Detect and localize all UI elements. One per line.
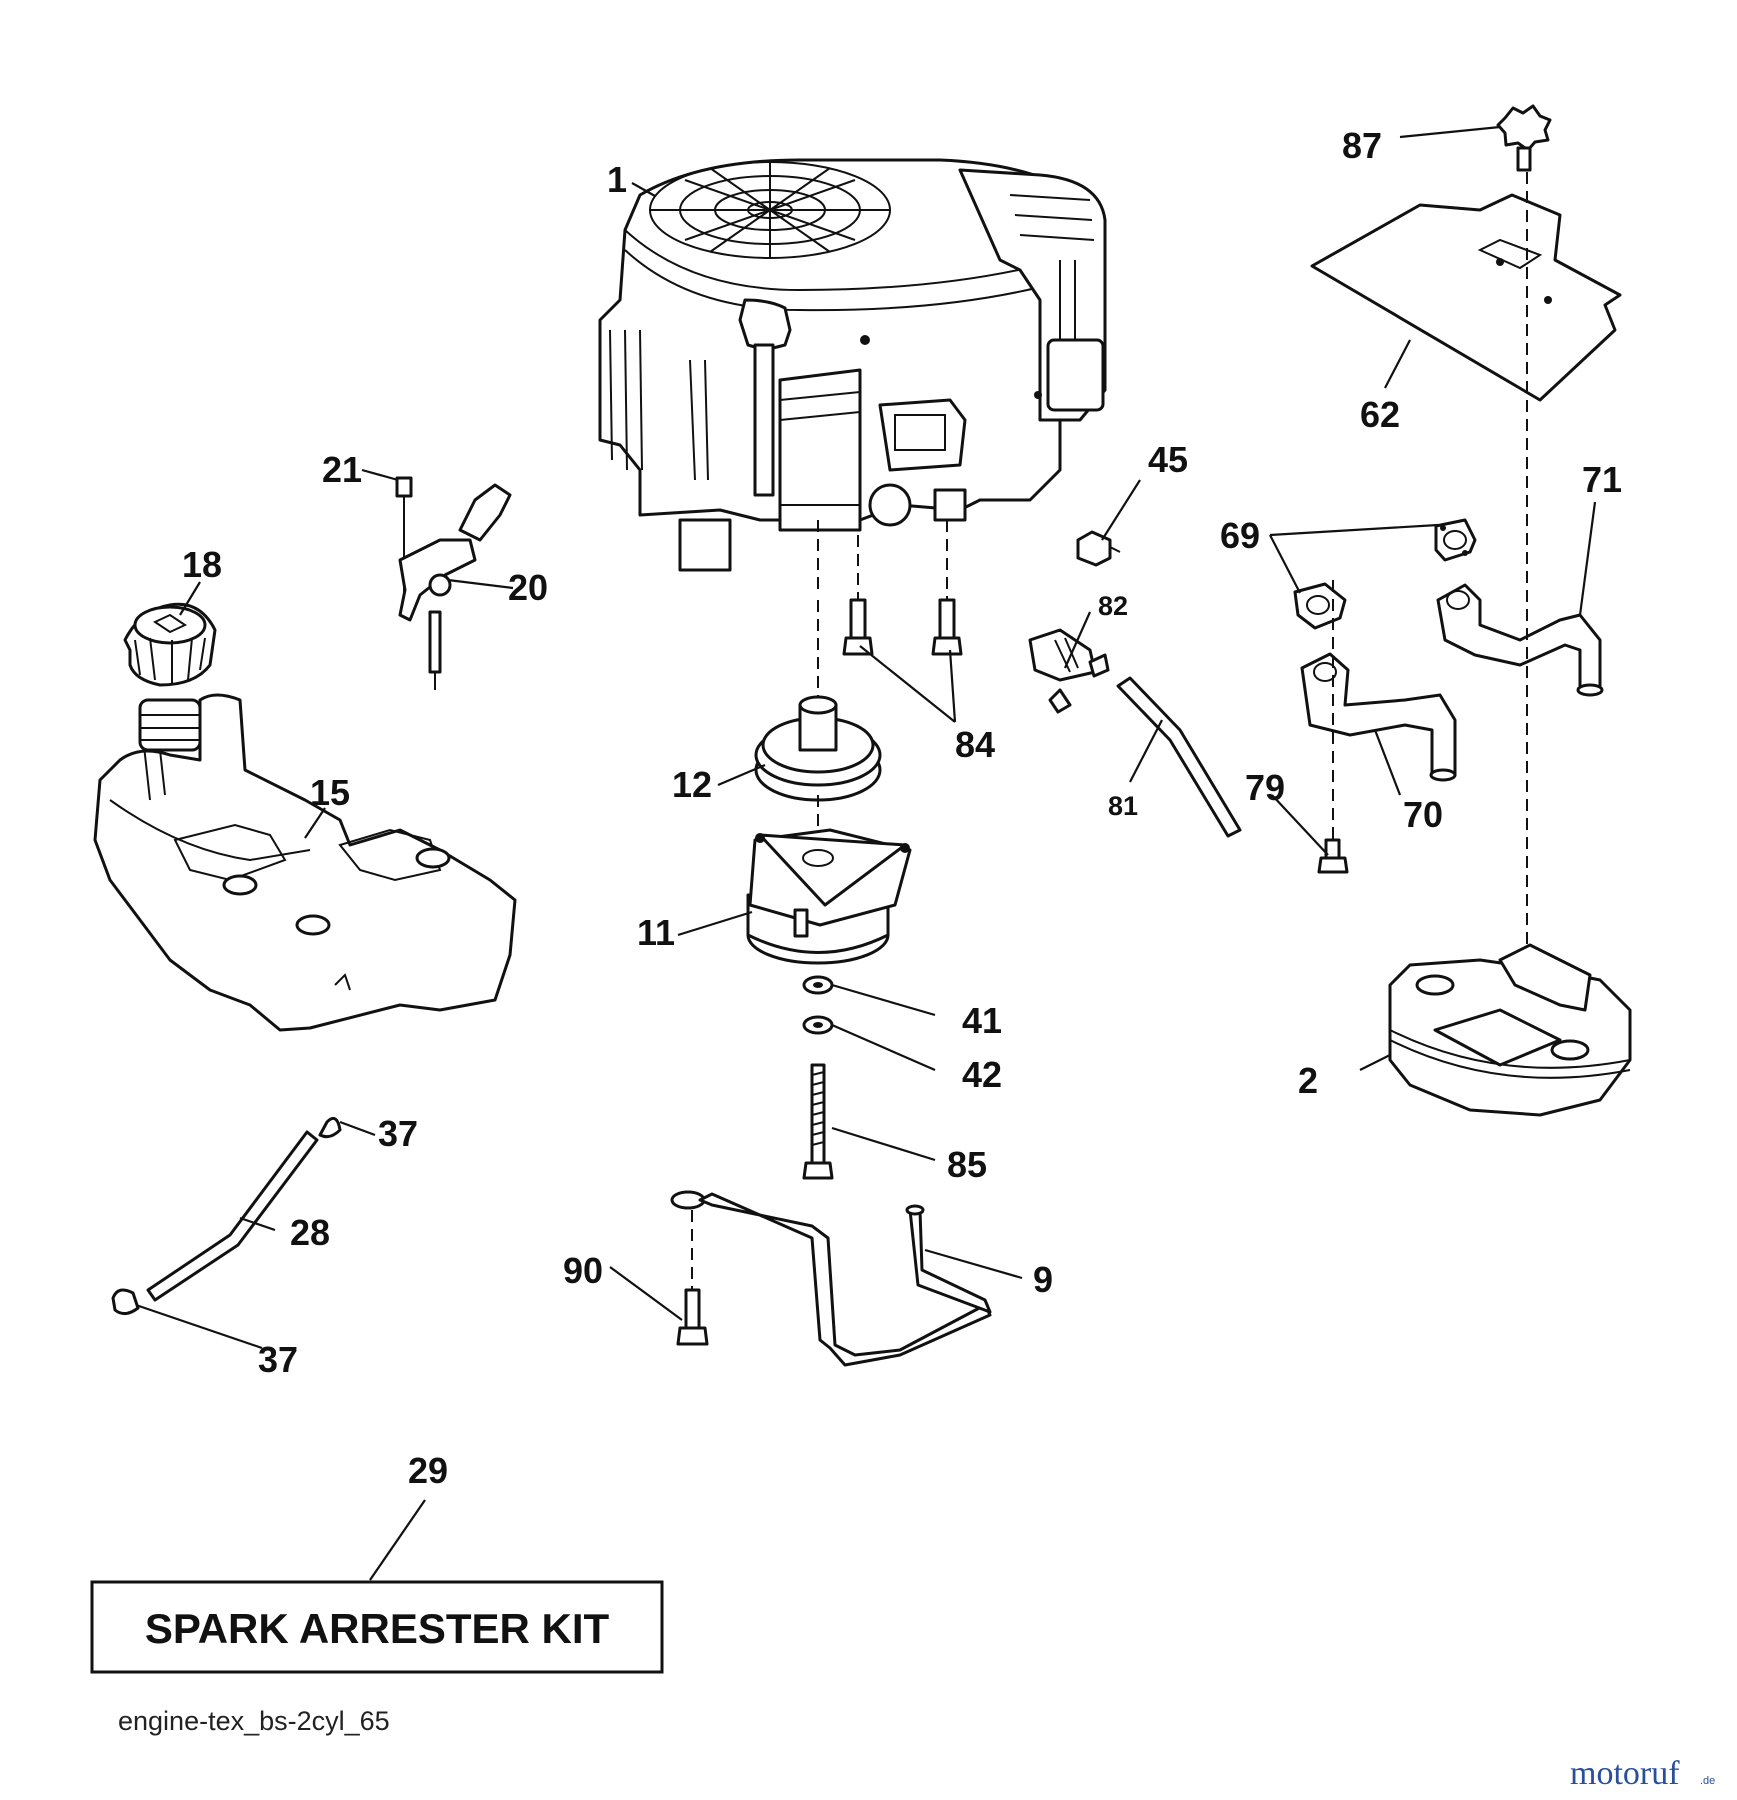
bolt-87-drawing [1496, 104, 1552, 172]
callout-labels: 1 87 62 45 71 21 20 69 18 82 84 12 81 79… [182, 125, 1622, 1491]
callout-12: 12 [672, 764, 712, 805]
callout-42: 42 [962, 1054, 1002, 1095]
callout-85: 85 [947, 1144, 987, 1185]
callout-84: 84 [955, 724, 995, 765]
callout-37b: 37 [258, 1339, 298, 1380]
throttle-bracket-drawing [395, 476, 512, 690]
fuel-cap-18-drawing [123, 602, 217, 687]
fuel-line-drawing [111, 1116, 342, 1315]
callout-15: 15 [310, 772, 350, 813]
callout-70: 70 [1403, 794, 1443, 835]
engine-bolts-84-drawing [817, 520, 963, 656]
callout-37: 37 [378, 1113, 418, 1154]
callout-20: 20 [508, 567, 548, 608]
diagram-code: engine-tex_bs-2cyl_65 [118, 1706, 390, 1736]
callout-2: 2 [1298, 1060, 1318, 1101]
callout-81: 81 [1108, 791, 1138, 821]
callout-29: 29 [408, 1450, 448, 1491]
heat-shield-drawing [1310, 104, 1622, 402]
callout-11: 11 [637, 912, 675, 953]
callout-9: 9 [1033, 1259, 1053, 1300]
callout-62: 62 [1360, 394, 1400, 435]
leader-lines [135, 125, 1597, 1581]
pulley-and-clutch-drawing [746, 600, 912, 965]
exhaust-pipes-drawing [1293, 518, 1604, 874]
callout-90: 90 [563, 1250, 603, 1291]
motoruf-watermark: motoruf .de [1570, 1755, 1715, 1792]
callout-1: 1 [607, 159, 627, 200]
nut-45-drawing [1076, 530, 1121, 567]
callout-18: 18 [182, 544, 222, 585]
callout-45: 45 [1148, 439, 1188, 480]
callout-28: 28 [290, 1212, 330, 1253]
fuel-filter-drawing [1028, 628, 1242, 838]
engine-drawing [598, 158, 1107, 572]
fuel-tank-drawing [93, 602, 517, 1032]
callout-87: 87 [1342, 125, 1382, 166]
callout-69: 69 [1220, 515, 1260, 556]
rod-9-drawing [670, 1190, 992, 1367]
callout-79: 79 [1245, 767, 1285, 808]
spark-arrester-kit-box: SPARK ARRESTER KIT [90, 1580, 664, 1674]
callout-71: 71 [1582, 459, 1622, 500]
brand-name: motoruf [1570, 1755, 1680, 1792]
callout-41: 41 [962, 1000, 1002, 1041]
callout-82: 82 [1098, 591, 1128, 621]
washers-and-bolt-drawing [802, 975, 834, 1180]
spark-arrester-kit-label: SPARK ARRESTER KIT [145, 1605, 610, 1652]
callout-21: 21 [322, 449, 362, 490]
brand-suffix: .de [1700, 1775, 1715, 1787]
muffler-drawing [1388, 172, 1632, 1117]
